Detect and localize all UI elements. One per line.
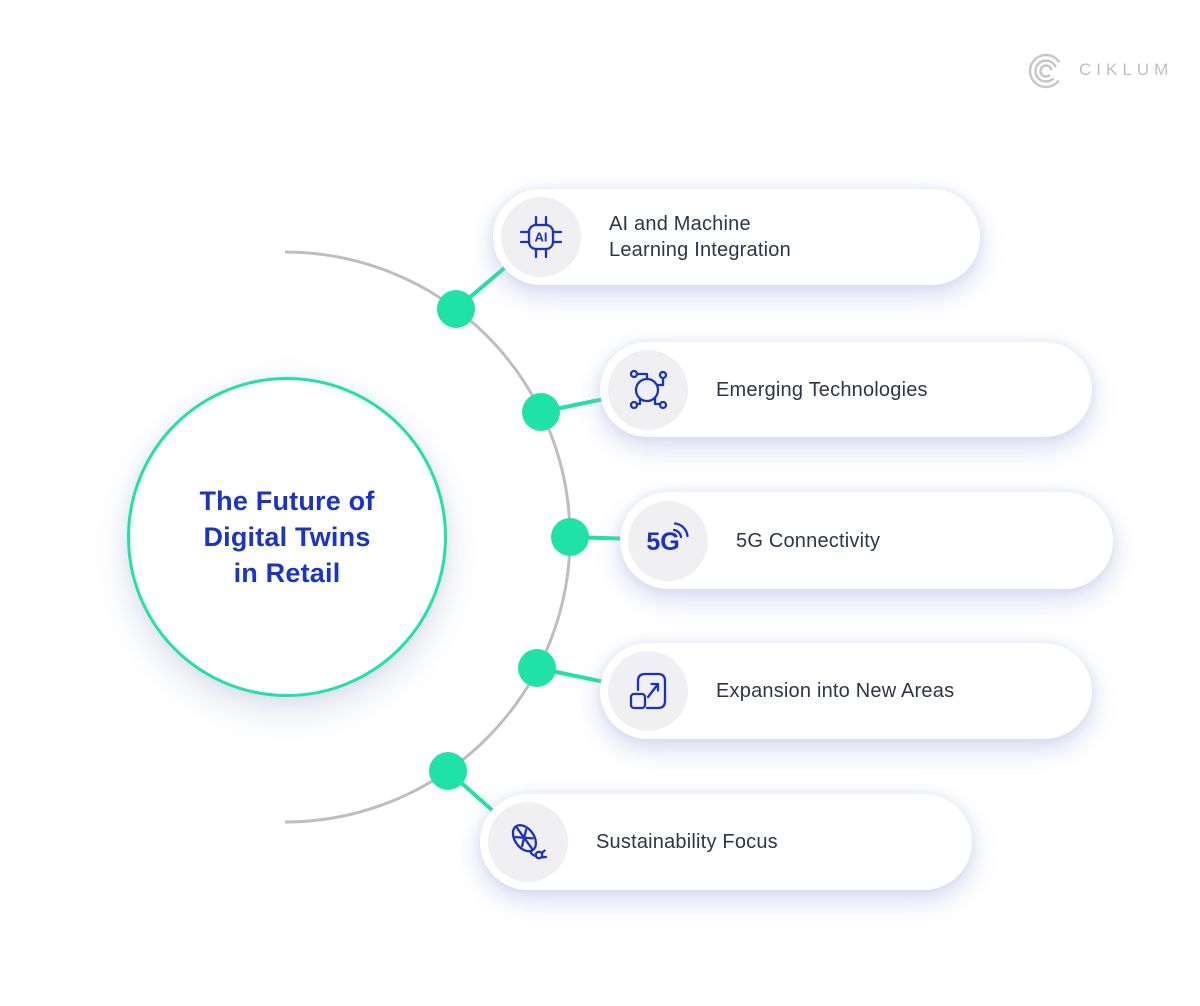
icon-circle: 5G bbox=[628, 500, 708, 581]
arc-node-dot bbox=[518, 649, 556, 687]
icon-circle bbox=[488, 802, 568, 882]
network-nodes-icon bbox=[629, 369, 668, 409]
topic-label: Emerging Technologies bbox=[716, 378, 928, 401]
leaf-energy-icon bbox=[511, 824, 548, 860]
topic-pill-5g: 5G 5G Connectivity bbox=[620, 492, 1113, 589]
ciklum-logo-icon bbox=[1028, 53, 1064, 89]
central-topic-title: The Future of Digital Twins in Retail bbox=[199, 486, 375, 588]
topic-pill-emerging-tech: Emerging Technologies bbox=[600, 342, 1092, 437]
arc-node-dot bbox=[437, 290, 475, 328]
arc-node-dots bbox=[429, 290, 589, 790]
topic-label: Sustainability Focus bbox=[596, 831, 778, 853]
icon-circle bbox=[608, 651, 688, 731]
expand-arrow-icon bbox=[629, 672, 667, 710]
icon-circle bbox=[608, 349, 688, 430]
5g-icon-label: 5G bbox=[646, 528, 679, 556]
arc-node-dot bbox=[429, 752, 467, 790]
ai-chip-icon-label: AI bbox=[535, 230, 548, 245]
arc-node-dot bbox=[522, 393, 560, 431]
5g-signal-icon: 5G bbox=[646, 521, 689, 556]
topic-label: AI and Machine Learning Integration bbox=[609, 213, 791, 261]
topic-label: 5G Connectivity bbox=[736, 529, 881, 552]
topic-pill-sustainability: Sustainability Focus bbox=[480, 794, 972, 890]
central-topic-circle: The Future of Digital Twins in Retail bbox=[127, 377, 447, 697]
topic-pill-ai-ml: AI AI and Machine Learning Integration bbox=[493, 189, 980, 285]
topic-pill-expansion: Expansion into New Areas bbox=[600, 643, 1092, 739]
arc-node-dot bbox=[551, 518, 589, 556]
brand-logo: CIKLUM bbox=[1024, 46, 1173, 94]
brand-name: CIKLUM bbox=[1079, 60, 1174, 79]
ai-chip-icon: AI bbox=[519, 215, 563, 259]
topic-label: Expansion into New Areas bbox=[716, 680, 955, 702]
icon-circle: AI bbox=[501, 197, 581, 277]
